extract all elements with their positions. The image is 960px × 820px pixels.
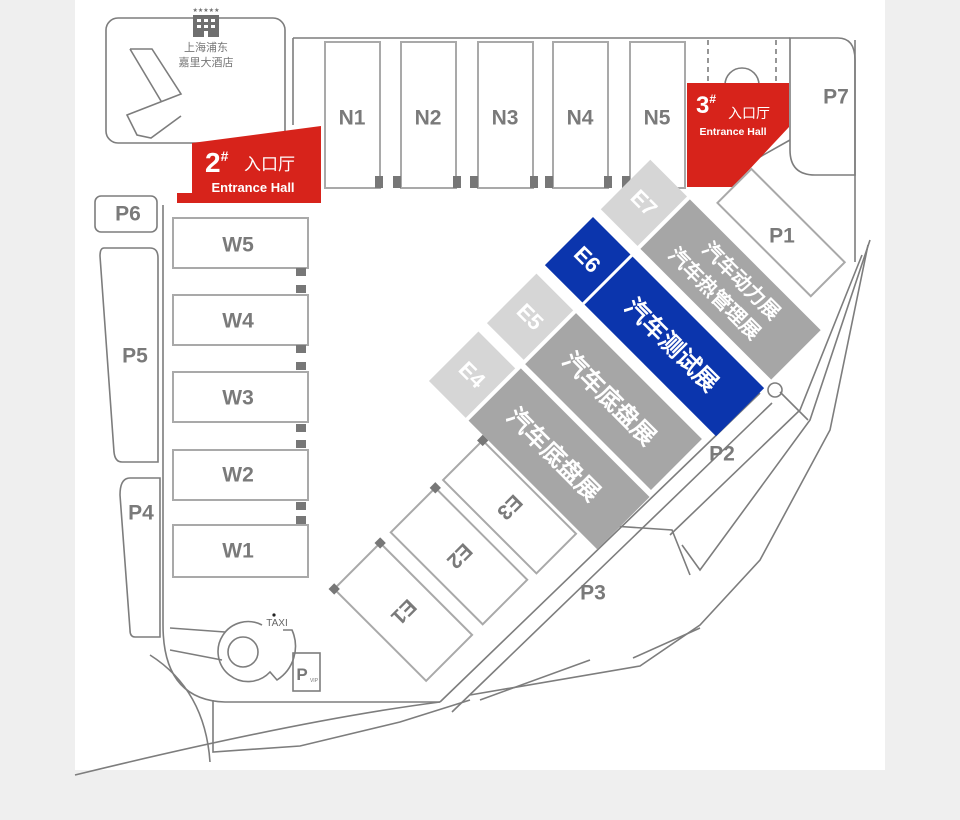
north-halls: N1 N2 N3 N4 N5 xyxy=(324,41,686,189)
hall-n5[interactable]: N5 xyxy=(622,41,686,189)
parking-p5[interactable]: P5 xyxy=(99,247,159,463)
hall-w4[interactable]: W4 xyxy=(172,285,309,353)
vip-parking-label: VIP xyxy=(310,678,319,684)
hall-label: N1 xyxy=(339,107,366,130)
hotel-area: ★★★★★ 上海浦东 嘉里大酒店 xyxy=(105,7,286,144)
taxi-roundabout: TAXI P VIP xyxy=(217,613,321,692)
hall-label: N4 xyxy=(567,107,594,130)
parking-p1-area[interactable] xyxy=(716,167,847,298)
taxi-label: TAXI xyxy=(266,618,287,629)
hotel-name-line2: 嘉里大酒店 xyxy=(179,55,234,69)
hotel-building-icon: ★★★★★ xyxy=(193,7,220,37)
parking-label: P5 xyxy=(122,345,148,368)
hall-w2[interactable]: W2 xyxy=(172,440,309,510)
hall-w5[interactable]: W5 xyxy=(172,217,309,276)
entrance-hall-2[interactable]: 2# 入口厅 Entrance Hall xyxy=(177,126,321,203)
hall-label: N3 xyxy=(492,107,519,130)
hall-e3[interactable]: E3 xyxy=(440,434,579,575)
hall-e2[interactable]: E2 xyxy=(388,482,530,626)
hall-label: W4 xyxy=(222,310,254,333)
entrance-hall-3[interactable]: 3# 入口厅 Entrance Hall xyxy=(687,83,789,187)
hall-label: N5 xyxy=(644,107,671,130)
entrance-number: 3# xyxy=(696,92,716,119)
hall-label: W5 xyxy=(222,234,254,257)
parking-label: P6 xyxy=(115,203,141,226)
east-halls: E7 汽车动力展 汽车热管理展 E6 汽车测试展 E5 汽车底盘展 E4 汽车底… xyxy=(328,159,847,683)
parking-p3[interactable]: P3 xyxy=(580,582,606,605)
entrance-number: 2# xyxy=(205,147,229,178)
hall-e1[interactable]: E1 xyxy=(328,537,475,683)
svg-text:★★★★★: ★★★★★ xyxy=(193,7,220,14)
west-halls: W5 W4 W3 W2 W1 xyxy=(172,217,309,578)
parking-east: P1 P2 P3 P7 xyxy=(580,86,849,605)
hall-label: N2 xyxy=(415,107,442,130)
entrance-label-cn: 入口厅 xyxy=(244,155,295,175)
hall-label: W3 xyxy=(222,387,254,410)
entrance-label-en: Entrance Hall xyxy=(211,180,294,195)
hall-n3[interactable]: N3 xyxy=(470,41,538,189)
hotel-name-line1: 上海浦东 xyxy=(184,40,228,54)
parking-p6[interactable]: P6 xyxy=(94,195,158,233)
entrance-label-en: Entrance Hall xyxy=(699,126,766,138)
hall-e6[interactable]: E6 汽车测试展 xyxy=(544,217,765,437)
hall-w1[interactable]: W1 xyxy=(172,516,309,578)
parking-p7[interactable]: P7 xyxy=(823,86,849,109)
vip-parking[interactable]: P VIP xyxy=(292,652,321,692)
parking-west: P6 P5 P4 xyxy=(94,195,161,638)
hall-label: W2 xyxy=(222,464,254,487)
hall-n4[interactable]: N4 xyxy=(545,41,612,189)
vip-parking-p: P xyxy=(296,665,307,684)
parking-label: P4 xyxy=(128,502,154,525)
hall-n1[interactable]: N1 xyxy=(324,41,383,189)
parking-p1[interactable]: P1 xyxy=(769,225,795,248)
hall-n2[interactable]: N2 xyxy=(393,41,461,189)
entrance-label-cn: 入口厅 xyxy=(728,106,770,122)
hall-w3[interactable]: W3 xyxy=(172,362,309,432)
hall-label: W1 xyxy=(222,540,254,563)
parking-p2[interactable]: P2 xyxy=(709,443,735,466)
roads xyxy=(74,37,871,776)
parking-p4[interactable]: P4 xyxy=(119,477,161,638)
